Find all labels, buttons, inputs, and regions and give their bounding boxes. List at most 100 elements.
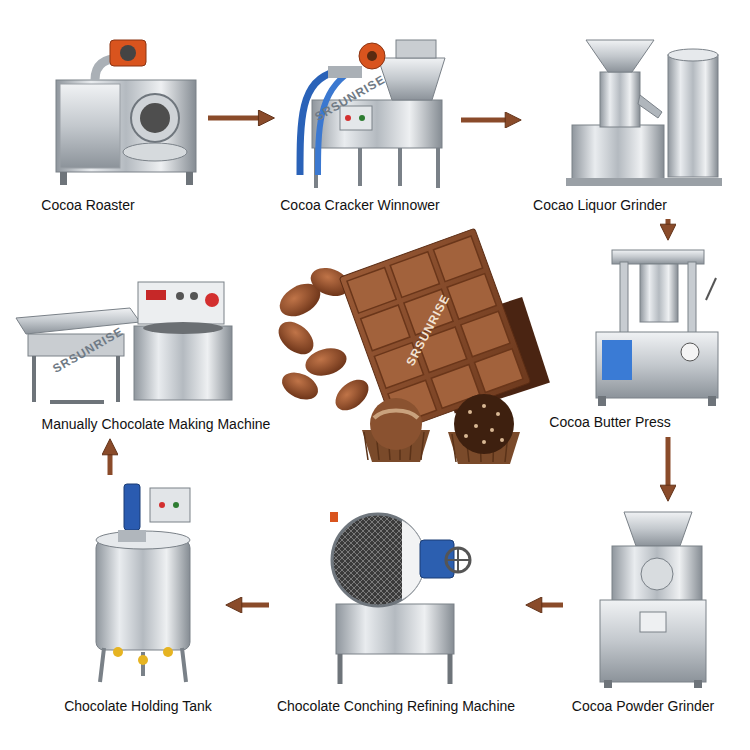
powder-grinder-illustration-part xyxy=(624,512,692,546)
flow-arrow xyxy=(233,603,269,608)
chocolate-picture-part-part-part xyxy=(390,252,439,298)
cracker-winnower-illustration-part xyxy=(359,115,365,121)
chocolate-picture-part-part xyxy=(482,440,486,444)
manual-chocolate-machine-illustration-part xyxy=(146,290,166,300)
butter-press-illustration-part xyxy=(596,332,718,398)
holding-tank-illustration-part xyxy=(124,484,140,530)
cracker-winnower-illustration-part xyxy=(378,58,445,100)
manual-chocolate-machine-illustration-part xyxy=(138,282,224,324)
powder-grinder-illustration-part xyxy=(641,558,673,590)
chocolate-picture-part xyxy=(370,398,422,450)
liquor-grinder-illustration-part xyxy=(566,178,722,186)
flow-arrow xyxy=(666,437,671,494)
liquor-grinder-illustration-part xyxy=(572,125,664,180)
liquor-grinder-illustration-part xyxy=(586,40,654,72)
holding-tank-illustration-part xyxy=(118,530,146,542)
machine-caption: Cocoa Butter Press xyxy=(549,413,670,431)
conching-illustration xyxy=(330,512,470,684)
chocolate-picture-part xyxy=(330,374,375,417)
chocolate-picture-part xyxy=(278,367,323,405)
cracker-winnower-illustration-part xyxy=(396,40,436,58)
roaster-illustration-part xyxy=(56,80,196,172)
chocolate-picture-part-part xyxy=(474,424,478,428)
chocolate-picture-part xyxy=(302,344,349,380)
liquor-grinder-illustration xyxy=(566,40,722,186)
chocolate-picture-part-part-part xyxy=(347,267,396,313)
liquor-grinder-illustration-part xyxy=(638,95,662,118)
chocolate-picture-part-part xyxy=(468,410,472,414)
holding-tank-illustration-part xyxy=(159,502,165,508)
machine-caption: Cocoa Cracker Winnower xyxy=(280,196,440,214)
machine-caption: Chocolate Conching Refining Machine xyxy=(277,697,515,715)
chocolate-picture-part-part xyxy=(500,438,504,442)
machine-caption: Cocao Liquor Grinder xyxy=(533,196,667,214)
machine-caption: Cocoa Roaster xyxy=(41,196,134,214)
roaster-illustration-part xyxy=(186,172,193,185)
roaster-illustration-part xyxy=(123,143,187,161)
roaster-illustration-part xyxy=(131,94,179,142)
roaster-illustration-part xyxy=(120,45,136,61)
chocolate-picture-part-part-part xyxy=(433,236,482,282)
powder-grinder-illustration xyxy=(600,512,706,688)
conching-illustration-part xyxy=(330,512,338,522)
flow-arrow xyxy=(666,219,671,233)
holding-tank-illustration-part xyxy=(113,647,123,657)
cracker-winnower-illustration-part xyxy=(316,148,438,188)
manual-chocolate-machine-illustration-part xyxy=(205,293,219,307)
powder-grinder-illustration-part xyxy=(612,546,702,602)
cracker-winnower-illustration-part xyxy=(359,43,385,69)
manual-chocolate-machine-illustration-part xyxy=(143,322,223,334)
flow-arrow xyxy=(108,446,113,475)
cracker-winnower-illustration-part xyxy=(328,66,362,78)
liquor-grinder-illustration-part xyxy=(668,55,718,177)
butter-press-illustration-part xyxy=(598,396,606,406)
roaster-illustration xyxy=(56,40,196,185)
chocolate-picture-part-part xyxy=(482,404,486,408)
powder-grinder-illustration-part xyxy=(694,680,702,688)
manual-chocolate-machine-illustration-part xyxy=(134,326,232,400)
holding-tank-illustration-part xyxy=(150,488,190,522)
roaster-illustration-part xyxy=(110,40,146,66)
holding-tank-illustration-part xyxy=(100,648,186,682)
holding-tank-illustration-part xyxy=(96,531,190,549)
chocolate-picture-part-part xyxy=(496,412,500,416)
cracker-winnower-illustration-part xyxy=(340,106,372,130)
chocolate-picture-part xyxy=(464,404,504,444)
butter-press-illustration-part xyxy=(706,278,716,300)
holding-tank-illustration xyxy=(96,484,190,682)
conching-illustration-part xyxy=(336,604,454,654)
machine-caption: Manually Chocolate Making Machine xyxy=(42,415,271,433)
machine-step: Cocao Liquor Grinder xyxy=(525,35,725,216)
machine-step: Manually Chocolate Making Machine xyxy=(12,272,282,435)
butter-press-illustration-part xyxy=(640,264,678,322)
manual-chocolate-machine-illustration-part xyxy=(176,292,184,300)
machine-step: Cocoa Roaster xyxy=(39,35,205,216)
butter-press-illustration xyxy=(596,250,718,406)
butter-press-illustration-part xyxy=(708,396,716,406)
chocolate-picture-part-part-part xyxy=(361,305,410,351)
flow-arrow xyxy=(533,603,563,608)
machine-step: Cocoa Butter Press xyxy=(545,244,722,434)
chocolate-picture-part xyxy=(454,394,514,454)
flow-arrow xyxy=(461,118,514,123)
chocolate-picture-part-part-part xyxy=(474,349,523,393)
holding-tank-illustration-part xyxy=(163,647,173,657)
conching-illustration-part xyxy=(446,548,470,572)
conching-illustration-part xyxy=(340,654,450,684)
butter-press-illustration-part xyxy=(688,262,696,334)
chocolate-picture xyxy=(272,228,550,464)
machine-step: Chocolate Holding Tank xyxy=(56,478,222,718)
manual-chocolate-machine-illustration-part xyxy=(190,292,198,300)
cracker-winnower-illustration xyxy=(300,40,445,188)
roaster-illustration-part xyxy=(60,84,120,168)
roaster-illustration-part xyxy=(140,103,170,133)
liquor-grinder-illustration-part xyxy=(668,49,718,61)
cracker-winnower-illustration-part xyxy=(367,51,377,61)
machine-caption: Cocoa Powder Grinder xyxy=(572,697,714,715)
machine-step: Cocoa Cracker Winnower xyxy=(278,35,458,216)
chocolate-picture-part-part-part xyxy=(447,274,496,320)
chocolate-picture-part-part xyxy=(490,428,494,432)
machine-step: Cocoa Powder Grinder xyxy=(566,505,720,718)
